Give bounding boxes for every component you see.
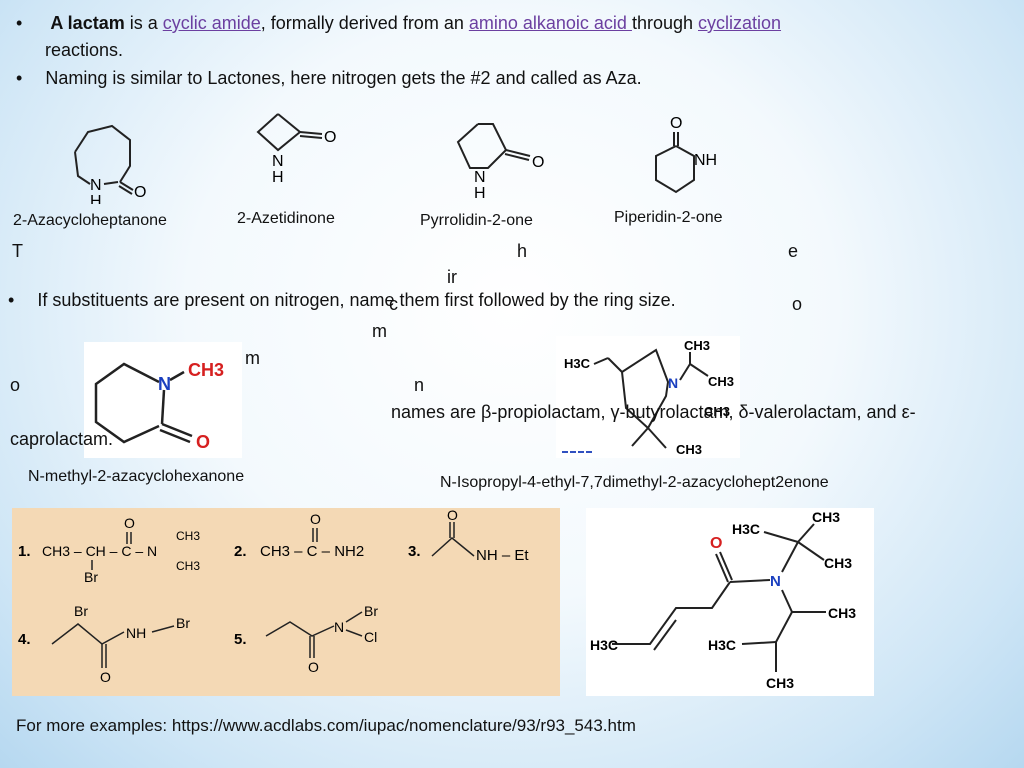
- exercise-5-br: Br: [364, 603, 378, 619]
- nitrogen-atom: N: [474, 169, 486, 186]
- nh-group: NH: [694, 152, 717, 169]
- n-methyl-structure-panel: N CH3 O: [84, 342, 242, 458]
- methyl-group: CH3: [188, 360, 224, 380]
- methyl-group: CH3: [676, 442, 702, 457]
- bullet-text: , formally derived from an: [260, 13, 469, 33]
- bullet-marker: •: [16, 68, 23, 88]
- label-pyrrolidinone: Pyrrolidin-2-one: [420, 212, 533, 229]
- scattered-letter: e: [788, 241, 799, 261]
- amino-alkanoic-acid-link[interactable]: amino alkanoic acid: [468, 13, 632, 33]
- exercise-oxygen: O: [124, 515, 135, 531]
- hydrogen-atom: H: [272, 169, 284, 186]
- bullet-3-text: If substituents are present on nitrogen,…: [37, 290, 676, 310]
- exercise-4-br: Br: [176, 615, 190, 631]
- ethyl-group: H3C: [564, 356, 591, 371]
- nitrogen-atom: N: [158, 374, 171, 394]
- oxygen-atom: O: [196, 432, 210, 452]
- scattered-letter: o: [10, 375, 21, 395]
- scattered-letter: h: [517, 241, 528, 261]
- amide-structure: O H3C N CH3 H3C CH3 CH3 H3C CH3: [590, 509, 856, 691]
- exercise-1-br: Br: [84, 569, 98, 585]
- exercise-2-formula: CH3 – C – NH2: [260, 543, 364, 560]
- azetidinone-structure: O N H: [256, 113, 336, 186]
- bullet-marker: •: [16, 13, 23, 33]
- cyclic-amide-link[interactable]: cyclic amide: [162, 13, 261, 33]
- methyl-group: CH3: [812, 509, 840, 525]
- bullet-marker: •: [8, 290, 15, 310]
- bullet-1-line-2: reactions.: [45, 40, 124, 60]
- exercise-1-ch3: CH3: [176, 529, 200, 543]
- label-azacycloheptanone: 2-Azacycloheptanone: [13, 212, 167, 229]
- bullet-2-text: Naming is similar to Lactones, here nitr…: [45, 68, 642, 88]
- nitrogen-atom: N: [668, 375, 678, 391]
- exercise-oxygen: O: [100, 669, 111, 685]
- bullet-text: through: [631, 13, 698, 33]
- methyl-group: CH3: [828, 605, 856, 621]
- exercise-5-cl: Cl: [364, 629, 377, 645]
- exercise-number: 2.: [234, 543, 247, 560]
- exercise-1-formula: CH3 – CH – C – N: [42, 543, 157, 559]
- scattered-letter: ir: [447, 267, 457, 287]
- dashed-underline: [562, 451, 592, 453]
- scattered-letter: m: [245, 348, 260, 368]
- methyl-group: CH3: [824, 555, 852, 571]
- exercise-oxygen: O: [447, 508, 458, 523]
- scattered-letter: m: [372, 321, 387, 341]
- nitrogen-atom: N: [272, 153, 284, 170]
- amide-structure-panel: O H3C N CH3 H3C CH3 CH3 H3C CH3: [586, 508, 874, 696]
- scattered-letter: c: [389, 294, 398, 314]
- common-names-line-1: names are β-propiolactam, γ-butyrolactam…: [391, 402, 916, 422]
- oxygen-atom: O: [670, 115, 682, 132]
- azacycloheptanone-structure: O N H: [74, 124, 146, 204]
- n-isopropyl-structure: H3C N CH3 CH3 CH3 CH3: [564, 338, 734, 457]
- exercise-number: 3.: [408, 543, 421, 560]
- exercise-1-ch3: CH3: [176, 559, 200, 573]
- oxygen-atom: O: [324, 129, 336, 146]
- exercise-5-n: N: [334, 619, 344, 635]
- exercise-structures: 1. CH3 – CH – C – N CH3 CH3 O Br 2. CH3 …: [18, 507, 529, 685]
- exercise-number: 1.: [18, 543, 31, 560]
- pyrrolidinone-structure: O N H: [456, 123, 544, 202]
- footer-reference: For more examples: https://www.acdlabs.c…: [16, 716, 636, 735]
- methyl-group: CH3: [708, 374, 734, 389]
- label-azetidinone: 2-Azetidinone: [237, 210, 335, 227]
- cyclization-link[interactable]: cyclization: [698, 13, 782, 33]
- oxygen-atom: O: [532, 154, 544, 171]
- oxygen-atom: O: [134, 184, 146, 201]
- exercise-panel: 1. CH3 – CH – C – N CH3 CH3 O Br 2. CH3 …: [12, 507, 560, 696]
- hydrogen-atom: H: [90, 193, 102, 204]
- methyl-group: H3C: [732, 521, 760, 537]
- label-n-isopropyl: N-Isopropyl-4-ethyl-7,7dimethyl-2-azacyc…: [440, 474, 829, 491]
- bullet-2: • Naming is similar to Lactones, here ni…: [16, 67, 642, 89]
- scattered-letter: T: [12, 241, 23, 261]
- exercise-3-formula: NH – Et: [476, 547, 529, 564]
- piperidinone-structure: O NH: [655, 115, 717, 194]
- methyl-group: H3C: [708, 637, 736, 653]
- methyl-group: CH3: [684, 338, 710, 353]
- common-names-line-2: caprolactam.: [10, 429, 114, 449]
- bullet-1: • A lactam is a cyclic amide, formally d…: [16, 12, 781, 34]
- bullet-3: • If substituents are present on nitroge…: [8, 289, 676, 311]
- n-isopropyl-structure-panel: H3C N CH3 CH3 CH3 CH3: [556, 336, 740, 458]
- oxygen-atom: O: [710, 535, 722, 552]
- methyl-group: CH3: [704, 404, 730, 419]
- hydrogen-atom: H: [474, 185, 486, 202]
- exercise-4-nh: NH: [126, 625, 146, 641]
- label-n-methyl: N-methyl-2-azacyclohexanone: [28, 468, 245, 485]
- exercise-4-br: Br: [74, 603, 88, 619]
- n-methyl-structure: N CH3 O: [94, 360, 224, 452]
- methyl-group: CH3: [766, 675, 794, 691]
- bullet-text: is a: [124, 13, 163, 33]
- nitrogen-atom: N: [90, 177, 102, 194]
- scattered-letter: o: [792, 294, 803, 314]
- exercise-number: 4.: [18, 631, 31, 648]
- exercise-number: 5.: [234, 631, 247, 648]
- label-piperidinone: Piperidin-2-one: [614, 209, 723, 226]
- nitrogen-atom: N: [770, 573, 781, 590]
- exercise-oxygen: O: [308, 659, 319, 675]
- scattered-letter: n: [414, 375, 425, 395]
- methyl-group: H3C: [590, 637, 618, 653]
- exercise-oxygen: O: [310, 511, 321, 527]
- lactam-term: A lactam: [50, 13, 125, 33]
